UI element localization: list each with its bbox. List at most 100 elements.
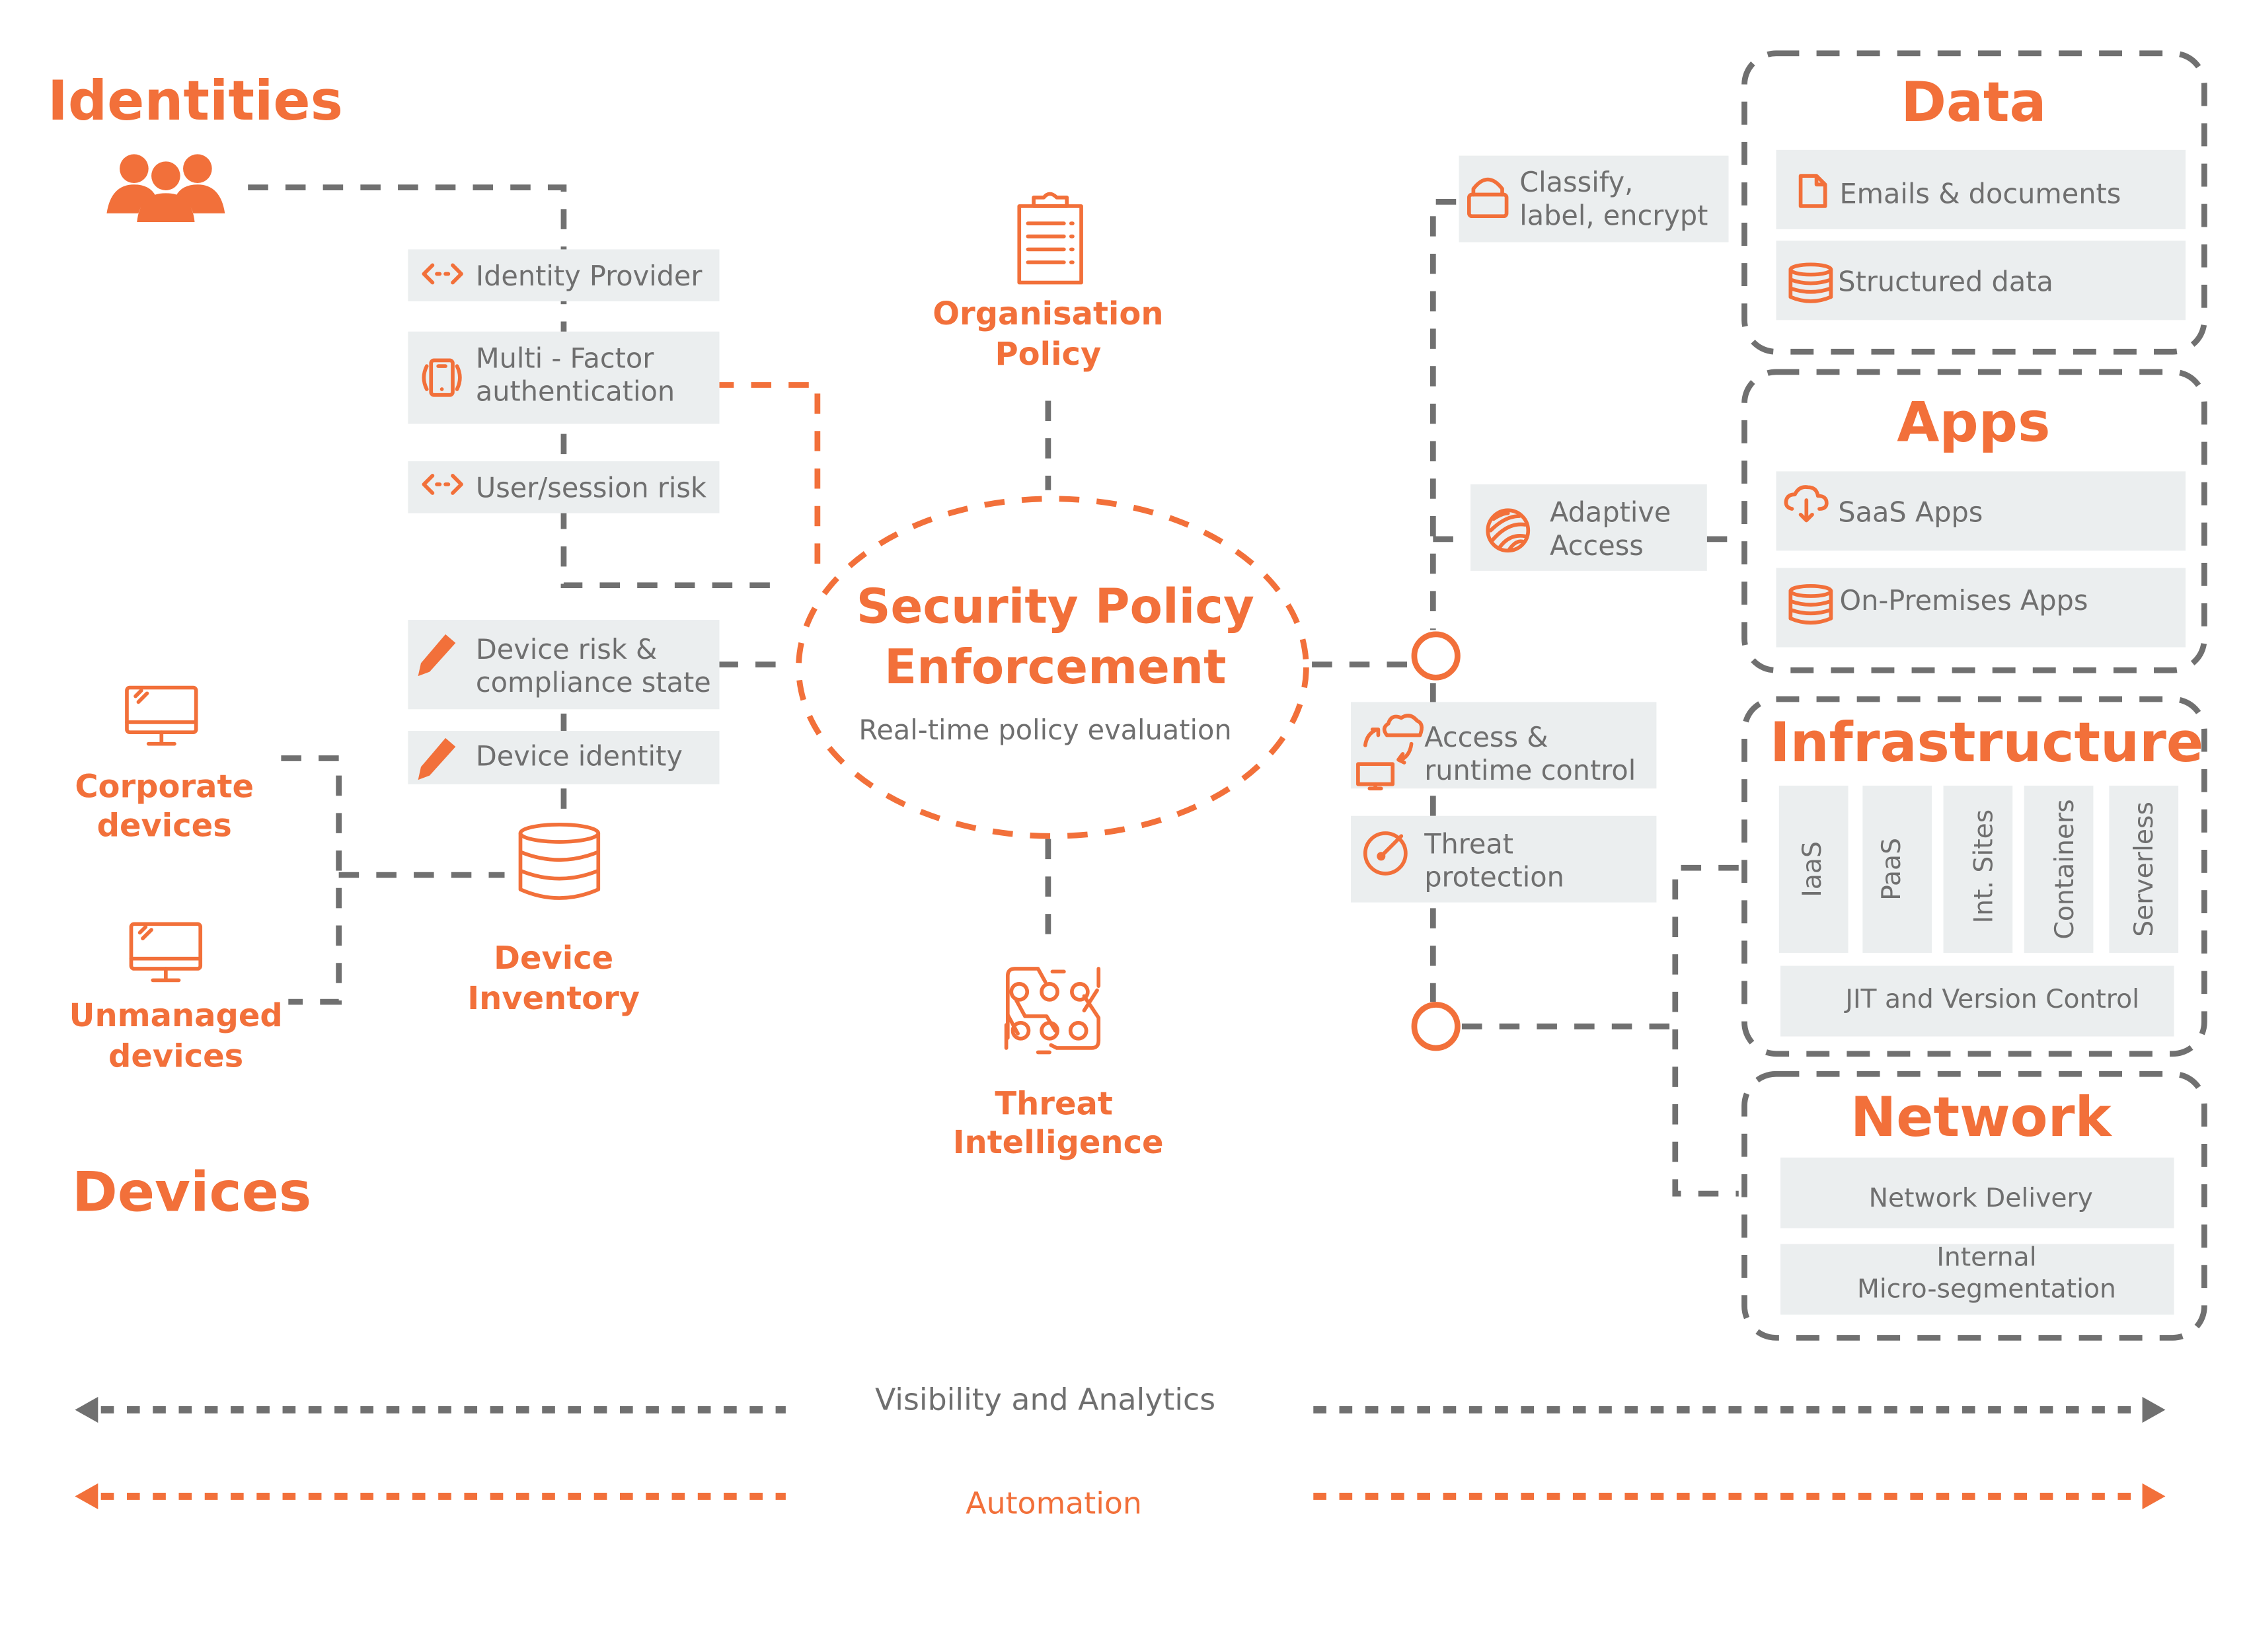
device-risk-card[interactable]: Device risk & compliance state — [408, 620, 720, 710]
infra-column-label: Serverless — [2129, 802, 2159, 937]
access-runtime-card[interactable]: Access & runtime control — [1350, 702, 1657, 791]
infra-column-label: PaaS — [1877, 838, 1907, 901]
enforcement-title-line1: Security Policy — [857, 578, 1254, 634]
saas-apps-item[interactable]: SaaS Apps — [1776, 471, 2186, 551]
automation-band: Automation — [75, 1483, 2166, 1521]
network-title: Network — [1850, 1085, 2113, 1149]
connectors — [248, 184, 1739, 1197]
network-delivery-label: Network Delivery — [1869, 1183, 2093, 1213]
code-arrows-icon — [422, 263, 463, 285]
classify-line1: Classify, — [1519, 167, 1633, 198]
code-arrows-icon — [422, 474, 463, 495]
users-icon — [106, 154, 225, 222]
organisation-policy-line2: Policy — [995, 336, 1102, 373]
identity-provider-card[interactable]: Identity Provider — [408, 249, 720, 301]
hub-node-lower — [1411, 1002, 1461, 1051]
lock-icon — [1467, 177, 1509, 219]
database-icon — [518, 822, 601, 900]
devices-title: Devices — [72, 1160, 311, 1224]
threat-intelligence-line1: Threat — [995, 1085, 1112, 1122]
infra-column-serverless[interactable]: Serverless — [2109, 785, 2179, 953]
circuit-icon — [1004, 967, 1101, 1055]
corporate-devices-line2: devices — [97, 807, 232, 844]
network-delivery-item[interactable]: Network Delivery — [1780, 1157, 2174, 1228]
arrow-right-icon — [2142, 1483, 2166, 1510]
threat-intelligence[interactable]: Threat Intelligence — [953, 967, 1164, 1161]
device-risk-label-line1: Device risk & — [476, 634, 658, 665]
hub-node-upper — [1411, 631, 1461, 681]
micro-segmentation-item[interactable]: Internal Micro-segmentation — [1780, 1242, 2174, 1315]
access-runtime-line1: Access & — [1424, 722, 1548, 753]
phone-vibrate-icon — [422, 358, 462, 397]
fingerprint-icon — [1486, 508, 1531, 553]
enforcement-title-line2: Enforcement — [884, 639, 1227, 695]
device-risk-label-line2: compliance state — [476, 667, 711, 698]
organisation-policy-line1: Organisation — [933, 295, 1163, 332]
visibility-label: Visibility and Analytics — [875, 1382, 1215, 1417]
footer-section: Visibility and Analytics Automation — [75, 1382, 2166, 1521]
user-session-risk-card[interactable]: User/session risk — [408, 461, 720, 513]
threat-protection-card[interactable]: Threat protection — [1350, 815, 1657, 903]
target-icon — [1363, 831, 1408, 876]
mfa-label-line2: authentication — [476, 375, 675, 407]
connector-mfa — [713, 382, 821, 570]
mfa-label-line1: Multi - Factor — [476, 342, 654, 374]
cloud-download-icon — [1784, 485, 1829, 523]
arrow-left-icon — [75, 1483, 98, 1510]
data-group: Data Emails & documents Structured data — [1741, 50, 2207, 355]
corporate-devices[interactable]: Corporate devices — [75, 685, 254, 845]
organisation-policy[interactable]: Organisation Policy — [933, 192, 1164, 373]
unmanaged-devices[interactable]: Unmanaged devices — [69, 922, 283, 1074]
infra-column-label: IaaS — [1798, 841, 1827, 897]
unmanaged-devices-line1: Unmanaged — [69, 997, 282, 1034]
identities-title: Identities — [48, 69, 343, 133]
automation-label: Automation — [966, 1485, 1142, 1521]
arrow-right-icon — [2142, 1396, 2166, 1423]
device-inventory[interactable]: Device Inventory — [467, 822, 640, 1017]
micro-segmentation-line2: Micro-segmentation — [1857, 1274, 2116, 1304]
connector-infra-network — [1672, 864, 1739, 1197]
clipboard-icon — [1017, 192, 1083, 285]
micro-segmentation-line1: Internal — [1936, 1242, 2036, 1272]
user-session-risk-label: User/session risk — [476, 472, 706, 504]
on-premises-apps-item[interactable]: On-Premises Apps — [1776, 568, 2186, 648]
connector-corporate — [281, 755, 342, 1005]
document-icon — [1798, 174, 1827, 208]
infra-column-int-sites[interactable]: Int. Sites — [1943, 785, 2013, 953]
structured-data-label: Structured data — [1838, 266, 2053, 298]
enforcement-ellipse — [796, 496, 1309, 839]
monitor-icon — [125, 685, 198, 746]
saas-apps-label: SaaS Apps — [1838, 497, 1983, 529]
cloud-sync-icon — [1356, 714, 1424, 791]
controls-section: Classify, label, encrypt Adaptive Access… — [1350, 155, 1729, 903]
adaptive-access-line1: Adaptive — [1550, 497, 1671, 529]
pencil-icon — [418, 634, 456, 677]
adaptive-access-card[interactable]: Adaptive Access — [1470, 484, 1707, 571]
device-identity-card[interactable]: Device identity — [408, 731, 720, 784]
emails-documents-label: Emails & documents — [1839, 178, 2121, 210]
structured-data-item[interactable]: Structured data — [1776, 241, 2186, 320]
monitor-icon — [129, 922, 203, 983]
apps-group: Apps SaaS Apps On-Premises Apps — [1741, 369, 2207, 673]
infra-column-iaas[interactable]: IaaS — [1778, 785, 1849, 953]
device-identity-label: Device identity — [476, 740, 683, 772]
connector-identities — [248, 184, 786, 589]
infra-column-label: Int. Sites — [1969, 809, 1999, 924]
database-icon — [1788, 583, 1833, 625]
jit-version-control-item[interactable]: JIT and Version Control — [1780, 965, 2174, 1037]
infra-column-paas[interactable]: PaaS — [1862, 785, 1932, 953]
pencil-icon — [418, 737, 456, 780]
identity-provider-label: Identity Provider — [476, 260, 703, 292]
device-inventory-line1: Device — [494, 940, 613, 977]
on-premises-apps-label: On-Premises Apps — [1839, 585, 2088, 617]
mfa-card[interactable]: Multi - Factor authentication — [408, 331, 720, 424]
security-policy-enforcement[interactable]: Security Policy Enforcement Real-time po… — [796, 496, 1309, 839]
classify-card[interactable]: Classify, label, encrypt — [1459, 155, 1729, 243]
emails-documents-item[interactable]: Emails & documents — [1776, 149, 2186, 229]
device-inventory-line2: Inventory — [467, 980, 640, 1017]
identities-section: Identities Identity Provider Mul — [48, 69, 720, 513]
network-group: Network Network Delivery Internal Micro-… — [1741, 1070, 2207, 1341]
infra-column-containers[interactable]: Containers — [2024, 785, 2094, 953]
threat-protection-line2: protection — [1424, 862, 1564, 893]
infra-column-label: Containers — [2050, 799, 2080, 939]
